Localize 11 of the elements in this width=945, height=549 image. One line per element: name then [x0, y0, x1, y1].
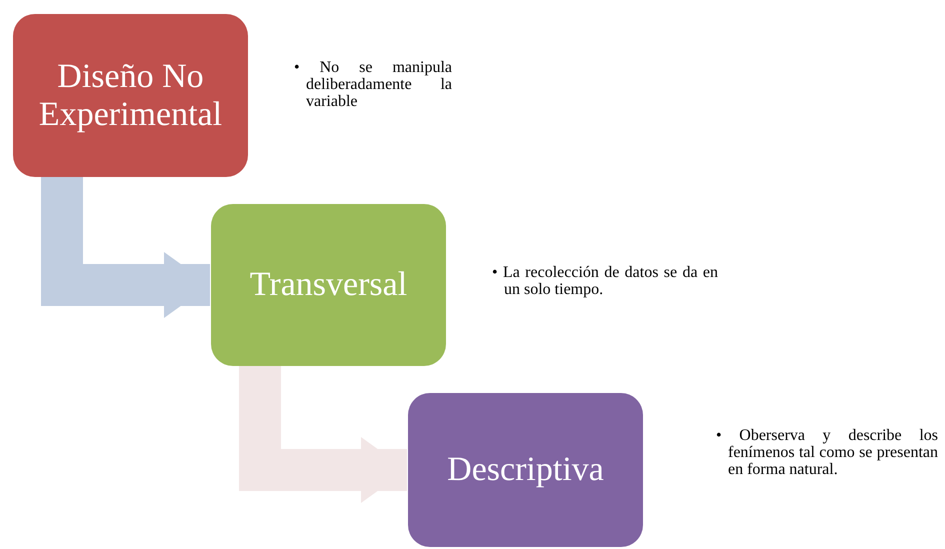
- bullet-text: • No se manipula deliberadamente la variable: [294, 60, 452, 110]
- process-box: [211, 204, 446, 366]
- process-box: [408, 393, 643, 547]
- bent-arrow: [41, 177, 210, 318]
- bullet-text: • La recolección de datos se da en un solo tiempo.: [492, 265, 718, 299]
- bent-arrow: [239, 366, 407, 503]
- node-title: Diseño No Experimental: [38, 58, 224, 133]
- node-title: Transversal: [250, 266, 408, 304]
- process-box: [13, 14, 248, 177]
- node-title: Descriptiva: [447, 451, 604, 489]
- bullet-text: • Oberserva y describe los fenímenos tal como se presentan en forma natural.: [716, 428, 938, 478]
